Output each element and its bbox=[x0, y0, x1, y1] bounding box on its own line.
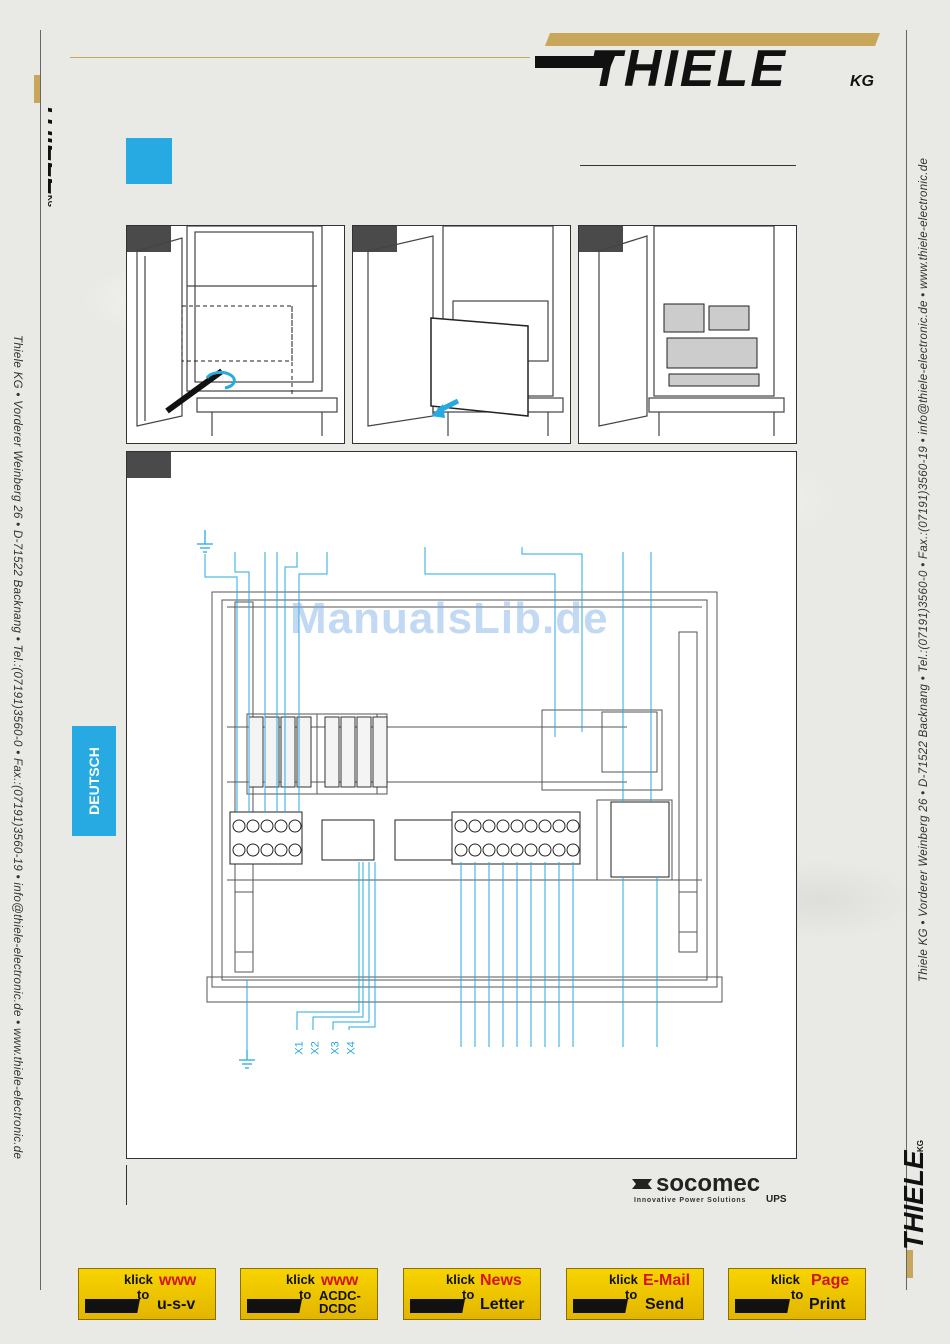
right-margin-line bbox=[906, 30, 907, 1290]
watermark: ManualsLib.de bbox=[290, 594, 609, 643]
figure-step-1 bbox=[126, 225, 345, 444]
thiele-mini-logo bbox=[247, 1299, 302, 1313]
thiele-logo[interactable]: THIELE KG bbox=[530, 28, 885, 98]
button-newsletter[interactable]: klick News to Letter bbox=[403, 1268, 541, 1320]
button-page-print[interactable]: klick Page to Print bbox=[728, 1268, 866, 1320]
step-tag bbox=[127, 452, 171, 478]
socomec-logo: socomec Innovative Power Solutions UPS bbox=[630, 1170, 800, 1208]
section-marker bbox=[126, 138, 172, 184]
step-tag bbox=[579, 226, 623, 252]
svg-text:THIELE: THIELE bbox=[590, 40, 787, 93]
left-side-address: Thiele KG • Vorderer Weinberg 26 • D-715… bbox=[11, 335, 23, 1160]
button-www-usv[interactable]: klick www to u-s-v bbox=[78, 1268, 216, 1320]
button-www-acdc[interactable]: klick www to ACDC-DCDC bbox=[240, 1268, 378, 1320]
terminal-wiring-drawing bbox=[197, 530, 723, 1069]
socomec-mark-icon bbox=[632, 1179, 652, 1189]
figure-terminal-wiring: X1 X2 X3 X4 bbox=[126, 451, 797, 1159]
svg-text:THIELE: THIELE bbox=[898, 1149, 929, 1250]
svg-text:KG: KG bbox=[850, 73, 874, 90]
terminal-label-x1: X1 bbox=[293, 1041, 306, 1055]
language-tab-deutsch[interactable]: DEUTSCH bbox=[72, 726, 116, 836]
thiele-mini-logo bbox=[573, 1299, 628, 1313]
socomec-wordmark: socomec bbox=[656, 1170, 761, 1197]
footer-vertical-rule bbox=[126, 1165, 127, 1205]
ground-icon bbox=[197, 530, 255, 1069]
cabinet-open-drawing bbox=[136, 226, 338, 436]
socomec-tagline: Innovative Power Solutions bbox=[634, 1197, 747, 1204]
thiele-logo-graphic: THIELE KG bbox=[530, 33, 880, 98]
figure-step-3 bbox=[578, 225, 797, 444]
figure-step-2 bbox=[352, 225, 571, 444]
thiele-logo-vertical: THIELE KG bbox=[22, 75, 72, 215]
terminal-labels: X1 X2 X3 X4 bbox=[293, 1041, 363, 1064]
terminal-label-x2: X2 bbox=[309, 1041, 322, 1055]
thiele-mini-logo bbox=[85, 1299, 140, 1313]
socomec-ups: UPS bbox=[766, 1194, 787, 1205]
cover-removal-drawing bbox=[367, 226, 564, 436]
svg-text:THIELE: THIELE bbox=[42, 103, 52, 196]
terminal-label-x3: X3 bbox=[329, 1041, 342, 1055]
svg-text:KG: KG bbox=[916, 1140, 925, 1152]
cabinet-interior-drawing bbox=[598, 226, 785, 436]
button-email-send[interactable]: klick E-Mail to Send bbox=[566, 1268, 704, 1320]
language-tab-label: DEUTSCH bbox=[86, 747, 102, 815]
step-tag bbox=[353, 226, 397, 252]
thiele-mini-logo bbox=[735, 1299, 790, 1313]
right-side-address: Thiele KG • Vorderer Weinberg 26 • D-715… bbox=[918, 157, 930, 982]
thiele-logo-vertical-right: THIELE KG bbox=[893, 1138, 929, 1278]
svg-text:KG: KG bbox=[46, 195, 52, 207]
header-rule bbox=[70, 57, 530, 58]
terminal-label-x4: X4 bbox=[345, 1041, 358, 1055]
header-title-rule bbox=[580, 165, 796, 166]
thiele-mini-logo bbox=[410, 1299, 465, 1313]
left-margin-line bbox=[40, 30, 41, 1290]
